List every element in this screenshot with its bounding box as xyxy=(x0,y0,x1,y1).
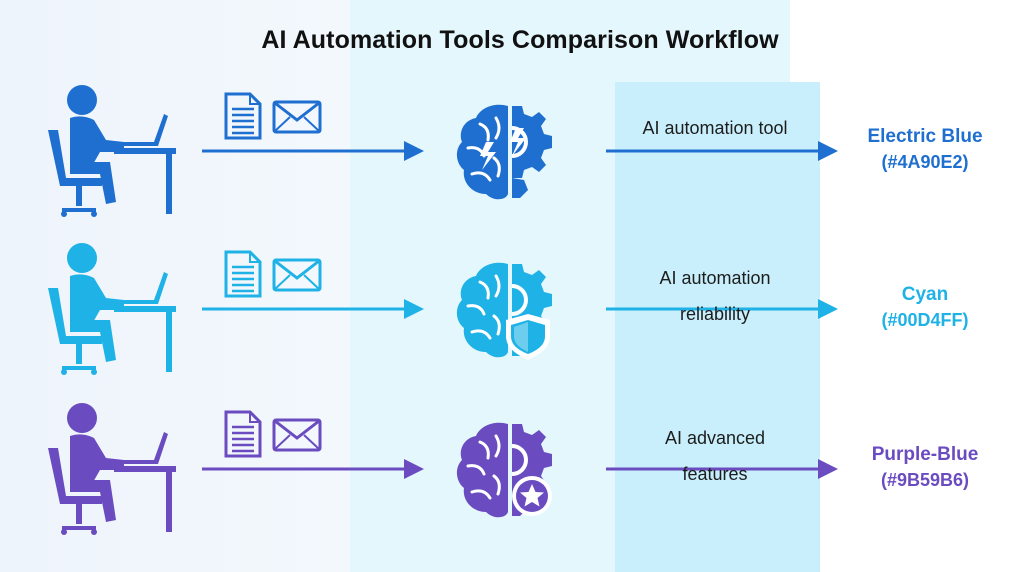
arrow-to-ai-wrapper xyxy=(202,137,424,170)
document-and-email-icon xyxy=(224,250,322,298)
tool-label: AI advanced features xyxy=(620,420,810,492)
input-docs-wrapper xyxy=(222,250,332,305)
tool-label-line: AI automation xyxy=(659,268,771,288)
workflow-row-electric-blue: AI automation tool Electric Blue (#4A90E2) xyxy=(0,82,1024,242)
arrow-to-ai-wrapper xyxy=(202,455,424,488)
arrow-right-icon xyxy=(202,459,424,479)
input-docs-wrapper xyxy=(222,92,332,147)
document-and-email-icon xyxy=(224,92,322,140)
document-and-email-icon xyxy=(224,410,322,458)
person-at-laptop-icon xyxy=(48,85,176,217)
person-icon-wrapper xyxy=(40,400,190,545)
workflow-row-cyan: AI automation reliability Cyan (#00D4FF) xyxy=(0,240,1024,400)
arrow-right-icon xyxy=(202,141,424,161)
tool-label-line: AI advanced xyxy=(664,428,766,448)
arrow-right-icon xyxy=(606,459,838,479)
person-icon-wrapper xyxy=(40,240,190,385)
arrow-to-output-wrapper xyxy=(606,137,838,170)
arrow-right-icon xyxy=(606,141,838,161)
arrow-to-output-wrapper xyxy=(606,295,838,328)
brain-gear-shield-icon xyxy=(456,262,552,360)
diagram-title: AI Automation Tools Comparison Workflow xyxy=(261,26,779,54)
arrow-right-icon xyxy=(606,299,838,319)
arrow-to-output-wrapper xyxy=(606,455,838,488)
person-at-laptop-icon xyxy=(48,403,176,535)
tool-label-line: AI automation tool xyxy=(642,118,788,138)
color-hex-label: (#00D4FF) xyxy=(881,310,969,330)
color-name-label: Purple-Blue xyxy=(871,444,979,465)
arrow-right-icon xyxy=(202,299,424,319)
ai-tool-icon-wrapper xyxy=(450,98,570,213)
tool-label: AI automation tool xyxy=(620,118,810,139)
ai-tool-icon-wrapper xyxy=(450,416,570,531)
person-icon-wrapper xyxy=(40,82,190,227)
person-at-laptop-icon xyxy=(48,243,176,375)
brain-gear-lightning-icon xyxy=(456,104,552,200)
color-hex-label: (#9B59B6) xyxy=(880,470,970,490)
tool-label-line: reliability xyxy=(679,304,751,324)
tool-label: AI automation reliability xyxy=(620,260,810,332)
label-column-band xyxy=(615,82,820,572)
color-name-label: Electric Blue xyxy=(867,126,983,147)
arrow-to-ai-wrapper xyxy=(202,295,424,328)
workflow-row-purple-blue: AI advanced features Purple-Blue (#9B59B6) xyxy=(0,400,1024,560)
ai-tool-icon-wrapper xyxy=(450,256,570,371)
color-hex-label: (#4A90E2) xyxy=(881,152,969,172)
brain-gear-star-icon xyxy=(456,422,552,518)
tool-label-line: features xyxy=(682,464,748,484)
input-docs-wrapper xyxy=(222,410,332,465)
color-name-label: Cyan xyxy=(901,284,949,305)
